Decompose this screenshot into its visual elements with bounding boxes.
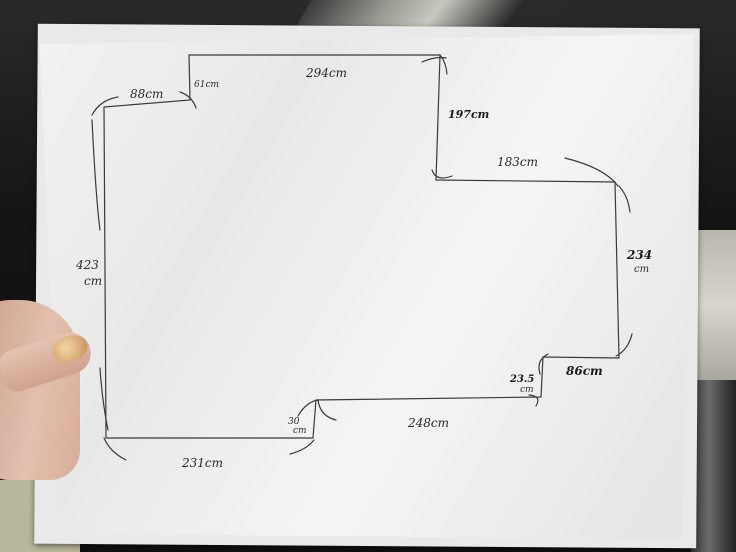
dimension-label: 197cm: [448, 108, 490, 121]
dimension-label: 86cm: [566, 364, 603, 378]
paper-sheet: [40, 34, 694, 539]
dimension-label: 294cm: [306, 66, 348, 80]
dimension-label: 231cm: [182, 456, 224, 470]
dimension-label: cm: [520, 385, 534, 395]
dimension-label: 30: [288, 417, 300, 427]
dimension-label: cm: [293, 426, 307, 436]
dimension-label: cm: [84, 274, 103, 288]
background-metal-rail: [691, 380, 736, 552]
dimension-label: 61cm: [194, 80, 220, 90]
dimension-label: 183cm: [497, 155, 539, 169]
floor-plan-outline: [103, 54, 620, 439]
dimension-label: cm: [634, 264, 650, 275]
dimension-label: 234: [627, 248, 653, 262]
dimension-label: 23.5: [510, 374, 535, 385]
dimension-label: 423: [76, 258, 99, 272]
dimension-label: 248cm: [408, 416, 450, 430]
dimension-label: 88cm: [130, 87, 164, 101]
